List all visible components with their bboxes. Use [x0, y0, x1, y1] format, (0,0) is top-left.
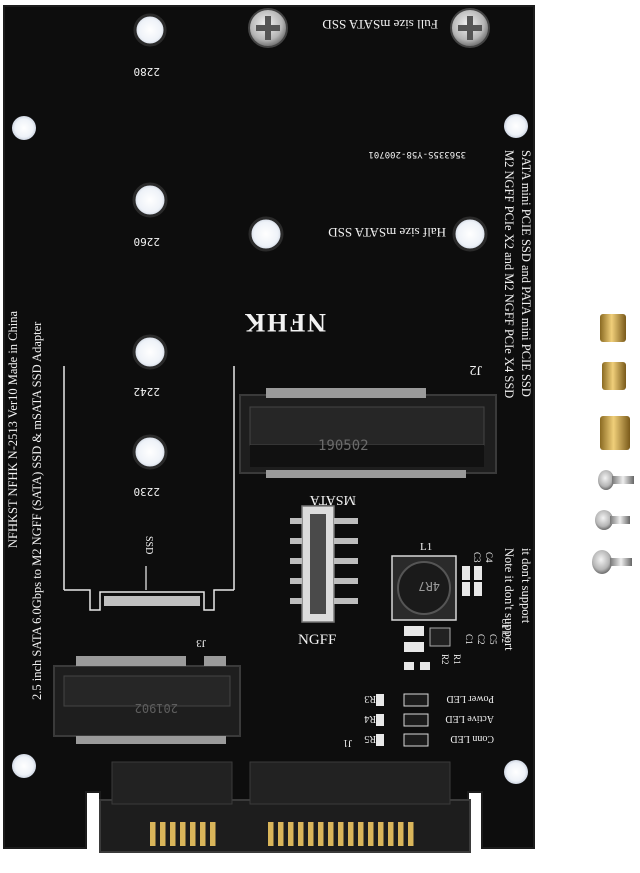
- length-label-2280: 2280: [134, 65, 161, 78]
- steel-screw-2: [595, 510, 630, 530]
- slot-date-top: 190502: [318, 438, 369, 454]
- half-size-label: Half size mSATA SSD: [328, 225, 446, 240]
- conn-led-label: Conn LED: [450, 733, 494, 744]
- brand-logo-text: NFHK: [243, 308, 326, 337]
- note-text-1: Note it don't support: [502, 548, 516, 651]
- steel-screw-1: [598, 470, 634, 490]
- side-description-text: 2.5 inch SATA 6.0Gbps to M2 NGFF (SATA) …: [30, 321, 44, 700]
- sata-pin: [348, 822, 354, 846]
- r3-label: R3: [364, 693, 376, 704]
- msata-slot: [53, 656, 241, 744]
- sata-pin: [338, 822, 344, 846]
- sata-pin: [180, 822, 186, 846]
- full-size-label: Full size mSATA SSD: [322, 17, 438, 32]
- sata-pin: [358, 822, 364, 846]
- steel-screw-3: [592, 550, 632, 574]
- m2-card-fingers: [104, 596, 200, 606]
- j1-label: J1: [343, 737, 352, 748]
- j2-label: J2: [470, 362, 482, 377]
- length-label-2230: 2230: [134, 485, 161, 498]
- ngff-label: NGFF: [298, 632, 336, 648]
- c3-label: C3: [472, 552, 482, 563]
- right-support-text-2: SATA mini PCIE SSD and PATA mini PCIE SS…: [519, 150, 533, 397]
- mounting-holes: [12, 13, 528, 784]
- side-model-text: NFHKST NFHK N-2513 Ver10 Made in China: [6, 311, 20, 548]
- c4-label: C4: [484, 552, 494, 563]
- u1-label: U1: [500, 618, 510, 629]
- length-label-2242: 2242: [134, 385, 161, 398]
- sata-pin: [190, 822, 196, 846]
- c2-label: C2: [476, 634, 486, 645]
- brass-standoff-1: [600, 314, 626, 342]
- sata-pin: [318, 822, 324, 846]
- power-led-label: Power LED: [447, 693, 495, 704]
- inductor-value: 4R7: [418, 579, 440, 593]
- sata-pin: [378, 822, 384, 846]
- sata-pin: [160, 822, 166, 846]
- sata-pin: [268, 822, 274, 846]
- pcb-screw-left: [248, 8, 288, 48]
- sata-pin: [328, 822, 334, 846]
- sata-pin: [288, 822, 294, 846]
- sata-pin: [150, 822, 156, 846]
- sata-pin: [298, 822, 304, 846]
- j3-label: J3: [196, 637, 206, 649]
- inductor-l1: [391, 555, 457, 621]
- u2-label: U2: [500, 632, 510, 643]
- mode-switch: [290, 505, 358, 623]
- part-number-label: 356335S-Y58-200701: [368, 149, 466, 159]
- slot-date-bottom: 201902: [135, 701, 178, 715]
- m2-card-outline: [63, 366, 235, 611]
- note-text-2: it don't support: [519, 548, 533, 624]
- active-led-label: Active LED: [445, 713, 494, 724]
- right-support-text-1: M2 NGFF PCIe X2 and M2 NGFF PCIe X4 SSD: [502, 150, 516, 398]
- c5-label: C5: [488, 634, 498, 645]
- sata-pin: [200, 822, 206, 846]
- smd-components: [404, 566, 482, 670]
- sata-pin: [398, 822, 404, 846]
- led-indicators: [376, 693, 429, 747]
- c1-label: C1: [464, 634, 474, 645]
- length-label-2260: 2260: [134, 235, 161, 248]
- sata-pin: [278, 822, 284, 846]
- r1-label: R1: [452, 654, 462, 665]
- msata-label: MSATA: [309, 492, 356, 507]
- r5-label: R5: [364, 733, 376, 744]
- sata-pin: [308, 822, 314, 846]
- ssd-arrow-label: SSD: [143, 536, 154, 554]
- brass-standoff-2: [602, 362, 626, 390]
- sata-pin: [408, 822, 414, 846]
- r4-label: R4: [364, 713, 376, 724]
- sata-pin: [388, 822, 394, 846]
- sata-connector: [99, 761, 471, 853]
- pcb-screw-right: [450, 8, 490, 48]
- brass-standoff-3: [600, 416, 630, 450]
- sata-pin: [170, 822, 176, 846]
- r2-label: R2: [440, 654, 450, 665]
- j2-ngff-slot: [239, 388, 497, 478]
- l1-label: L1: [420, 541, 432, 553]
- sata-pin: [368, 822, 374, 846]
- sata-pin: [210, 822, 216, 846]
